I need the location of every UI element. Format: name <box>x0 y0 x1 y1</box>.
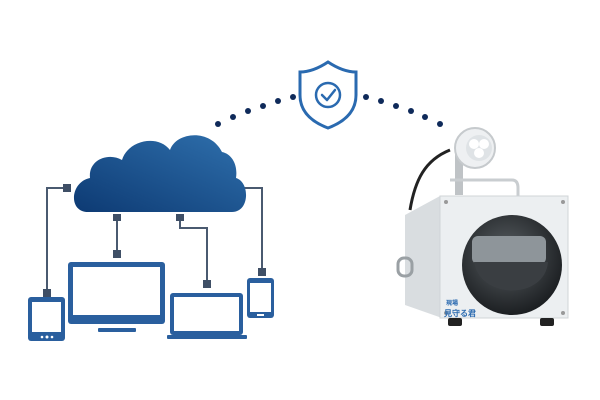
monitor-icon <box>68 262 165 332</box>
cloud-icon <box>73 135 247 212</box>
shield-check-icon <box>298 60 358 130</box>
cables <box>46 187 263 290</box>
svg-text:見守る君: 見守る君 <box>443 308 476 318</box>
tablet-icon <box>28 297 65 341</box>
camera-logo: 現場 見守る君 <box>443 299 476 318</box>
svg-text:現場: 現場 <box>446 299 458 307</box>
connection-dots <box>215 94 443 127</box>
laptop-icon <box>167 293 247 339</box>
camera-device: 現場 見守る君 <box>396 127 569 326</box>
smartphone-icon <box>247 278 274 318</box>
